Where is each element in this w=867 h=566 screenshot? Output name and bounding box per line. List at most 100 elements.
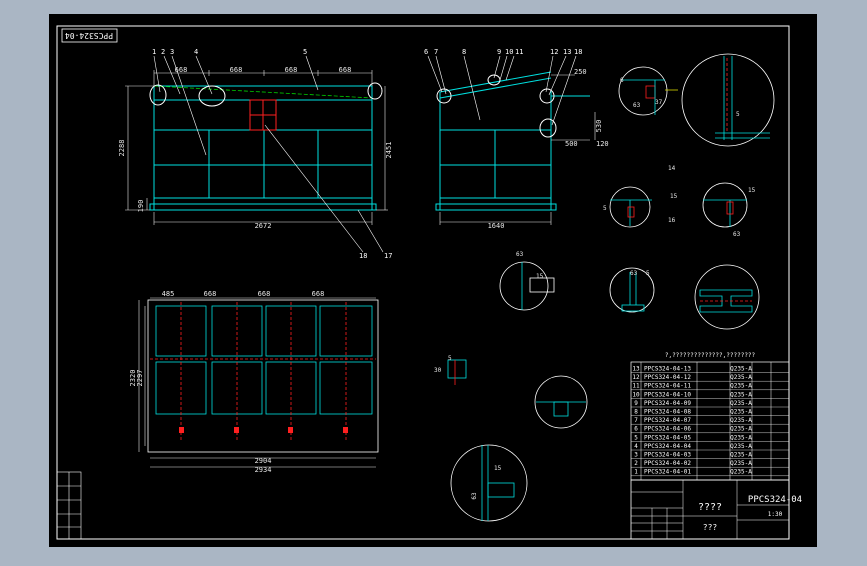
part-label-1: 1: [152, 48, 156, 56]
main-dim-2: 668: [230, 66, 243, 74]
bom-cell-material: Q235-A: [730, 366, 752, 373]
bom-cell-name: PPCS324-04-10: [644, 391, 691, 398]
d10-dim-63: 63: [471, 492, 478, 500]
callout-18: 18: [359, 252, 367, 260]
side-dim-500: 500: [565, 140, 578, 148]
bom-cell-name: PPCS324-04-08: [644, 409, 691, 416]
d4-dim-63: 63: [733, 231, 741, 238]
side-part-8: 8: [462, 48, 466, 56]
d5-dim-15: 15: [536, 273, 544, 280]
d5-dim-63: 63: [516, 251, 524, 258]
d10-dim-15: 15: [494, 465, 502, 472]
side-part-10: 10: [505, 48, 513, 56]
d3-dim-14: 14: [668, 165, 676, 172]
bom-cell-material: Q235-A: [730, 434, 752, 441]
side-part-11: 11: [515, 48, 523, 56]
d1-dim-37: 37: [655, 99, 663, 106]
plan-dim-3: 668: [258, 290, 271, 298]
main-dim-1: 668: [175, 66, 188, 74]
bom-cell-name: PPCS324-04-05: [644, 434, 691, 441]
plan-dim-2: 668: [204, 290, 217, 298]
bom-cell-material: Q235-A: [730, 469, 752, 476]
part-label-3: 3: [170, 48, 174, 56]
d1-dim-63: 63: [633, 102, 641, 109]
bom-cell-no: 11: [632, 383, 640, 390]
side-dim-1640: 1640: [488, 222, 505, 230]
side-dim-120: 120: [596, 140, 609, 148]
d1-dim-6: 6: [620, 77, 624, 84]
bom-cell-material: Q235-A: [730, 409, 752, 416]
side-part-6: 6: [424, 48, 428, 56]
title-block: ???? ??? PPCS324-04 1:30: [630, 479, 802, 540]
side-dim-250: 250: [574, 68, 587, 76]
d2-dim-5: 5: [736, 111, 740, 118]
main-dim-4: 668: [339, 66, 352, 74]
plan-dim-1: 485: [162, 290, 175, 298]
part-label-5: 5: [303, 48, 307, 56]
plan-view: 485 668 668 668 2904 2934 2320 2297: [129, 290, 379, 474]
mirrored-code: PPCS324-04: [65, 31, 113, 40]
bom-cell-material: Q235-A: [730, 400, 752, 407]
bom-cell-no: 9: [634, 400, 638, 407]
bom-cell-name: PPCS324-04-12: [644, 374, 691, 381]
part-label-4: 4: [194, 48, 198, 56]
bom-cell-no: 2: [634, 460, 638, 467]
part-label-2: 2: [161, 48, 165, 56]
bom-cell-material: Q235-A: [730, 443, 752, 450]
main-overall-width: 2672: [255, 222, 272, 230]
callout-17: 17: [384, 252, 392, 260]
bom-cell-name: PPCS324-04-02: [644, 460, 691, 467]
scale-label: 1:30: [768, 511, 783, 518]
bom-cell-no: 3: [634, 452, 638, 459]
d3-dim-15: 15: [670, 193, 678, 200]
side-part-9: 9: [497, 48, 501, 56]
d8-dim-30: 30: [434, 367, 442, 374]
d3-dim-16: 16: [668, 217, 676, 224]
plan-width-outer: 2934: [255, 466, 272, 474]
bom-cell-no: 12: [632, 374, 640, 381]
main-elevation-view: 668 668 668 668 2672 2288 2451 190 1 2 3…: [118, 48, 393, 260]
d8-dim-5: 5: [448, 355, 452, 362]
side-part-12: 12: [550, 48, 558, 56]
bom-cell-no: 13: [632, 366, 640, 373]
detail-views: [447, 53, 775, 522]
bom-cell-material: Q235-A: [730, 391, 752, 398]
drawing-frame: [56, 25, 790, 540]
bom-header: ?,??????????????,????????: [665, 352, 756, 359]
bom-cell-name: PPCS324-04-09: [644, 400, 691, 407]
bom-cell-no: 10: [632, 391, 640, 398]
bom-cell-material: Q235-A: [730, 383, 752, 390]
d6-dim-63: 63: [630, 270, 638, 277]
main-height-left: 2288: [118, 140, 126, 157]
bom-cell-no: 5: [634, 434, 638, 441]
bom-cell-name: PPCS324-04-07: [644, 417, 691, 424]
detail-dimensions: 6 63 37 5 14 15 16 5 15 63 63 15 63 5 5 …: [434, 77, 756, 500]
side-part-7: 7: [434, 48, 438, 56]
side-elevation-view: 6 7 8 9 10 11 12 13 18 250 500 120 530 1…: [424, 48, 609, 230]
main-height-right: 2451: [385, 142, 393, 159]
bom-cell-no: 6: [634, 426, 638, 433]
bom-cell-name: PPCS324-04-01: [644, 469, 691, 476]
bom-cell-no: 8: [634, 409, 638, 416]
plan-height-inner: 2297: [136, 370, 144, 387]
bom-cell-no: 7: [634, 417, 638, 424]
main-base-height: 190: [137, 200, 145, 213]
bom-cell-material: Q235-A: [730, 426, 752, 433]
d6-dim-5: 5: [646, 270, 650, 277]
bom-cell-material: Q235-A: [730, 452, 752, 459]
code-box: [61, 28, 118, 43]
plan-height-outer: 2320: [129, 370, 137, 387]
d3-dim-5: 5: [603, 205, 607, 212]
side-part-13: 13: [563, 48, 571, 56]
side-part-18: 18: [574, 48, 582, 56]
title-name: ????: [698, 502, 722, 513]
bom-cell-name: PPCS324-04-03: [644, 452, 691, 459]
bom-cell-material: Q235-A: [730, 374, 752, 381]
bom-cell-name: PPCS324-04-04: [644, 443, 691, 450]
bom-cell-material: Q235-A: [730, 417, 752, 424]
d4-dim-15: 15: [748, 187, 756, 194]
